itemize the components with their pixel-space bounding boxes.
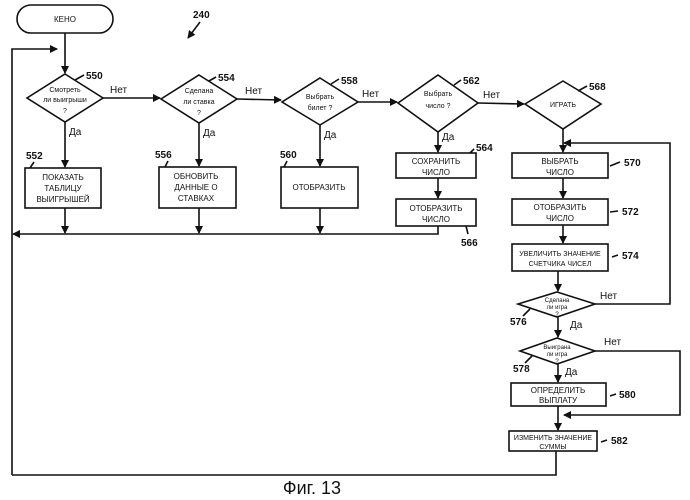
decision-568: ИГРАТЬ 568 — [525, 81, 606, 129]
decision-578: Выиграна ли игра ? 578 — [513, 338, 595, 375]
decision-558: Выбрать билет ? 558 — [282, 76, 358, 125]
svg-text:Нет: Нет — [110, 85, 127, 96]
svg-text:Нет: Нет — [362, 89, 379, 100]
svg-text:Да: Да — [565, 367, 578, 378]
process-572: ОТОБРАЗИТЬ ЧИСЛО 572 — [512, 199, 639, 225]
process-582: ИЗМЕНИТЬ ЗНАЧЕНИЕ СУММЫ 582 — [509, 431, 628, 451]
svg-text:ли игра: ли игра — [547, 305, 568, 311]
svg-text:ОТОБРАЗИТЬ: ОТОБРАЗИТЬ — [410, 204, 463, 213]
svg-text:572: 572 — [622, 207, 639, 218]
svg-text:ли выигрыши: ли выигрыши — [43, 97, 87, 104]
svg-text:ПОКАЗАТЬ: ПОКАЗАТЬ — [42, 173, 84, 182]
svg-text:ДАННЫЕ О: ДАННЫЕ О — [174, 183, 217, 192]
svg-text:564: 564 — [476, 143, 493, 154]
svg-text:Выиграна: Выиграна — [543, 345, 571, 351]
svg-text:Выбрать: Выбрать — [306, 93, 335, 101]
svg-text:?: ? — [63, 108, 67, 115]
svg-text:ВЫБРАТЬ: ВЫБРАТЬ — [541, 157, 578, 166]
svg-text:550: 550 — [86, 71, 103, 82]
svg-text:Нет: Нет — [604, 337, 621, 348]
svg-text:ВЫИГРЫШЕЙ: ВЫИГРЫШЕЙ — [36, 195, 90, 204]
svg-text:582: 582 — [611, 436, 628, 447]
process-580: ОПРЕДЕЛИТЬ ВЫПЛАТУ 580 — [511, 383, 636, 406]
svg-text:Выбрать: Выбрать — [424, 90, 453, 98]
svg-text:ОБНОВИТЬ: ОБНОВИТЬ — [174, 172, 219, 181]
svg-text:Сделана: Сделана — [545, 298, 570, 304]
svg-text:ЧИСЛО: ЧИСЛО — [422, 215, 450, 224]
decision-550: Смотреть ли выигрыши ? 550 — [27, 71, 103, 122]
svg-text:СЧЕТЧИКА ЧИСЕЛ: СЧЕТЧИКА ЧИСЕЛ — [529, 261, 592, 268]
svg-text:576: 576 — [510, 317, 527, 328]
svg-text:СТАВКАХ: СТАВКАХ — [178, 194, 215, 203]
svg-text:Да: Да — [570, 320, 583, 331]
figure-number: 240 — [193, 10, 210, 21]
svg-text:?: ? — [197, 110, 201, 117]
decision-562: Выбрать число ? 562 — [398, 75, 480, 132]
svg-text:556: 556 — [155, 150, 172, 161]
svg-text:568: 568 — [589, 82, 606, 93]
process-552: ПОКАЗАТЬ ТАБЛИЦУ ВЫИГРЫШЕЙ 552 — [25, 151, 101, 208]
decision-554: Сделана ли ставка ? 554 — [161, 73, 237, 123]
svg-text:566: 566 — [461, 238, 478, 249]
process-574: УВЕЛИЧИТЬ ЗНАЧЕНИЕ СЧЕТЧИКА ЧИСЕЛ 574 — [512, 244, 639, 271]
figure-caption: Фиг. 13 — [283, 478, 341, 498]
process-570: ВЫБРАТЬ ЧИСЛО 570 — [512, 153, 641, 178]
svg-text:Да: Да — [442, 132, 455, 143]
start-label: КЕНО — [54, 15, 76, 24]
svg-text:ВЫПЛАТУ: ВЫПЛАТУ — [539, 396, 578, 405]
svg-text:УВЕЛИЧИТЬ ЗНАЧЕНИЕ: УВЕЛИЧИТЬ ЗНАЧЕНИЕ — [519, 251, 601, 258]
svg-text:ЧИСЛО: ЧИСЛО — [422, 168, 450, 177]
svg-text:СОХРАНИТЬ: СОХРАНИТЬ — [412, 157, 461, 166]
process-556: ОБНОВИТЬ ДАННЫЕ О СТАВКАХ 556 — [155, 150, 236, 208]
svg-text:ТАБЛИЦУ: ТАБЛИЦУ — [44, 184, 82, 193]
process-564: СОХРАНИТЬ ЧИСЛО 564 — [396, 143, 493, 178]
process-566: ОТОБРАЗИТЬ ЧИСЛО 566 — [396, 199, 478, 249]
svg-text:Да: Да — [324, 130, 337, 141]
svg-text:СУММЫ: СУММЫ — [539, 444, 566, 451]
svg-text:Нет: Нет — [600, 291, 617, 302]
svg-text:Нет: Нет — [483, 90, 500, 101]
svg-text:562: 562 — [463, 76, 480, 87]
figure-pointer-arrow — [188, 22, 200, 38]
branch-labels: Нет Нет Нет Нет Нет Нет Да Да Да Да Да Д… — [69, 85, 621, 378]
svg-text:ЧИСЛО: ЧИСЛО — [546, 168, 574, 177]
svg-text:ОПРЕДЕЛИТЬ: ОПРЕДЕЛИТЬ — [531, 386, 586, 395]
svg-text:Сделана: Сделана — [185, 88, 214, 95]
svg-text:570: 570 — [624, 158, 641, 169]
svg-text:Да: Да — [69, 127, 82, 138]
svg-text:Да: Да — [203, 128, 216, 139]
svg-text:558: 558 — [341, 76, 358, 87]
svg-text:580: 580 — [619, 390, 636, 401]
svg-text:билет ?: билет ? — [308, 104, 333, 112]
svg-text:ли игра: ли игра — [547, 352, 568, 358]
svg-text:ИЗМЕНИТЬ ЗНАЧЕНИЕ: ИЗМЕНИТЬ ЗНАЧЕНИЕ — [514, 435, 592, 442]
svg-text:ОТОБРАЗИТЬ: ОТОБРАЗИТЬ — [534, 203, 587, 212]
svg-text:552: 552 — [26, 151, 43, 162]
svg-text:Смотреть: Смотреть — [49, 87, 81, 94]
process-560: ОТОБРАЗИТЬ 560 — [280, 150, 358, 208]
svg-text:560: 560 — [280, 150, 297, 161]
svg-text:ЧИСЛО: ЧИСЛО — [546, 214, 574, 223]
svg-text:ИГРАТЬ: ИГРАТЬ — [550, 102, 576, 109]
svg-text:574: 574 — [622, 251, 639, 262]
svg-text:Нет: Нет — [245, 86, 262, 97]
svg-text:ли ставка: ли ставка — [183, 99, 214, 106]
svg-text:ОТОБРАЗИТЬ: ОТОБРАЗИТЬ — [293, 183, 346, 192]
svg-text:578: 578 — [513, 364, 530, 375]
svg-text:554: 554 — [218, 73, 235, 84]
svg-text:число ?: число ? — [426, 103, 451, 110]
